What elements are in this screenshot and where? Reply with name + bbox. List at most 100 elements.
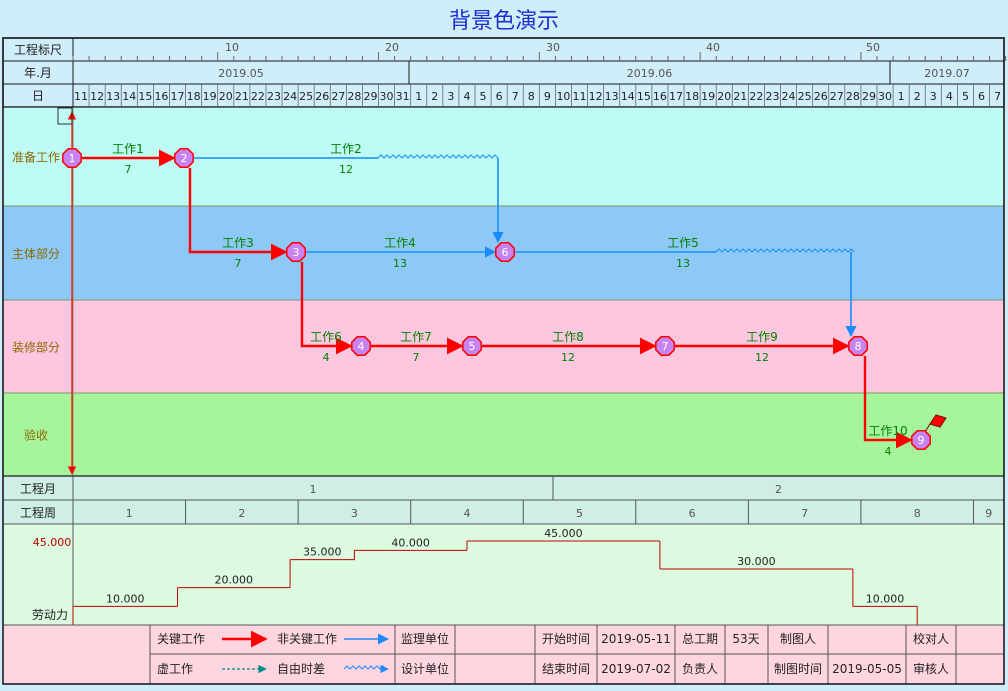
event-node: [62, 148, 82, 168]
event-node-number: 7: [662, 340, 669, 353]
free-float-wave: [715, 248, 855, 253]
project-week-value: 2: [238, 507, 245, 520]
event-node-number: 1: [69, 152, 76, 165]
responsible-label: 负责人: [682, 662, 718, 676]
event-node: [495, 242, 515, 262]
day-label: 22: [749, 90, 763, 103]
day-label: 15: [637, 90, 651, 103]
day-label: 29: [363, 90, 377, 103]
month-label: 2019.07: [924, 67, 970, 80]
project-month-value: 1: [310, 483, 317, 496]
day-label: 9: [544, 90, 551, 103]
day-label: 2: [431, 90, 438, 103]
scale-tick-label: 20: [385, 41, 399, 54]
task-duration: 13: [393, 257, 407, 270]
draft-time-label: 制图时间: [774, 662, 822, 676]
total-duration-value: 53天: [732, 632, 759, 646]
legend-free-float-label: 自由时差: [277, 662, 325, 676]
task-name: 工作8: [552, 330, 584, 344]
finish-flag-pole: [924, 423, 931, 433]
lane-label: 准备工作: [12, 151, 60, 165]
event-node: [655, 336, 675, 356]
day-label: 25: [299, 90, 313, 103]
free-float-wave: [377, 154, 499, 159]
day-label: 3: [447, 90, 454, 103]
critical-arrow: [863, 356, 913, 449]
event-node: [351, 336, 371, 356]
day-label: 4: [946, 90, 953, 103]
lane-label: 装修部分: [12, 340, 60, 355]
event-node: [174, 148, 194, 168]
month-label: 2019.06: [627, 67, 673, 80]
supervisor-label: 监理单位: [401, 631, 449, 646]
day-label: 31: [396, 90, 410, 103]
day-label: 16: [154, 90, 168, 103]
day-label: 24: [782, 90, 796, 103]
day-label: 2: [914, 90, 921, 103]
drafter-label: 制图人: [780, 632, 816, 646]
event-node-number: 5: [469, 340, 476, 353]
day-label: 19: [701, 90, 715, 103]
day-row-label: 日: [32, 89, 44, 103]
day-label: 3: [930, 90, 937, 103]
task-duration: 4: [323, 351, 330, 364]
event-node-number: 4: [358, 340, 365, 353]
day-label: 21: [235, 90, 249, 103]
day-label: 27: [331, 90, 345, 103]
day-label: 24: [283, 90, 297, 103]
day-label: 19: [203, 90, 217, 103]
day-label: 1: [898, 90, 905, 103]
project-week-value: 8: [914, 507, 921, 520]
legend-free-float-wave: [343, 665, 387, 670]
day-label: 13: [605, 90, 619, 103]
day-label: 18: [187, 90, 201, 103]
task-duration: 7: [125, 163, 132, 176]
legend-noncritical-label: 非关键工作: [277, 632, 337, 646]
task-name: 工作3: [222, 236, 254, 250]
project-week-value: 1: [126, 507, 133, 520]
start-time-value: 2019-05-11: [601, 632, 671, 646]
labor-value-label: 10.000: [106, 592, 145, 605]
day-label: 14: [122, 90, 136, 103]
day-label: 29: [862, 90, 876, 103]
month-row-label: 年.月: [24, 66, 52, 80]
task-duration: 12: [339, 163, 353, 176]
task-name: 工作10: [868, 424, 907, 438]
event-node: [848, 336, 868, 356]
task-name: 工作7: [400, 330, 432, 344]
task-duration: 13: [676, 257, 690, 270]
day-label: 26: [315, 90, 329, 103]
end-time-value: 2019-07-02: [601, 662, 671, 676]
task-duration: 7: [235, 257, 242, 270]
day-label: 6: [496, 90, 503, 103]
task-duration: 4: [885, 445, 892, 458]
project-week-value: 5: [576, 507, 583, 520]
project-month-value: 2: [775, 483, 782, 496]
day-label: 12: [589, 90, 603, 103]
day-label: 5: [480, 90, 487, 103]
project-week-value: 9: [985, 507, 992, 520]
end-time-label: 结束时间: [542, 662, 590, 676]
day-label: 20: [219, 90, 233, 103]
day-label: 25: [798, 90, 812, 103]
day-label: 27: [830, 90, 844, 103]
labor-histogram-area: [3, 524, 1004, 625]
proofreader-label: 校对人: [913, 631, 949, 646]
task-duration: 12: [561, 351, 575, 364]
event-node-number: 3: [293, 246, 300, 259]
day-label: 11: [573, 90, 587, 103]
event-node-number: 8: [855, 340, 862, 353]
day-label: 21: [733, 90, 747, 103]
task-name: 工作4: [384, 236, 416, 250]
labor-value-label: 30.000: [737, 555, 776, 568]
event-node: [286, 242, 306, 262]
lane-background: [3, 107, 1004, 206]
day-label: 15: [138, 90, 152, 103]
task-name: 工作2: [330, 142, 362, 156]
event-node-number: 6: [502, 246, 509, 259]
finish-flag-icon: [929, 414, 947, 428]
lane-label: 验收: [24, 428, 48, 443]
event-node: [911, 430, 931, 450]
day-label: 4: [463, 90, 470, 103]
